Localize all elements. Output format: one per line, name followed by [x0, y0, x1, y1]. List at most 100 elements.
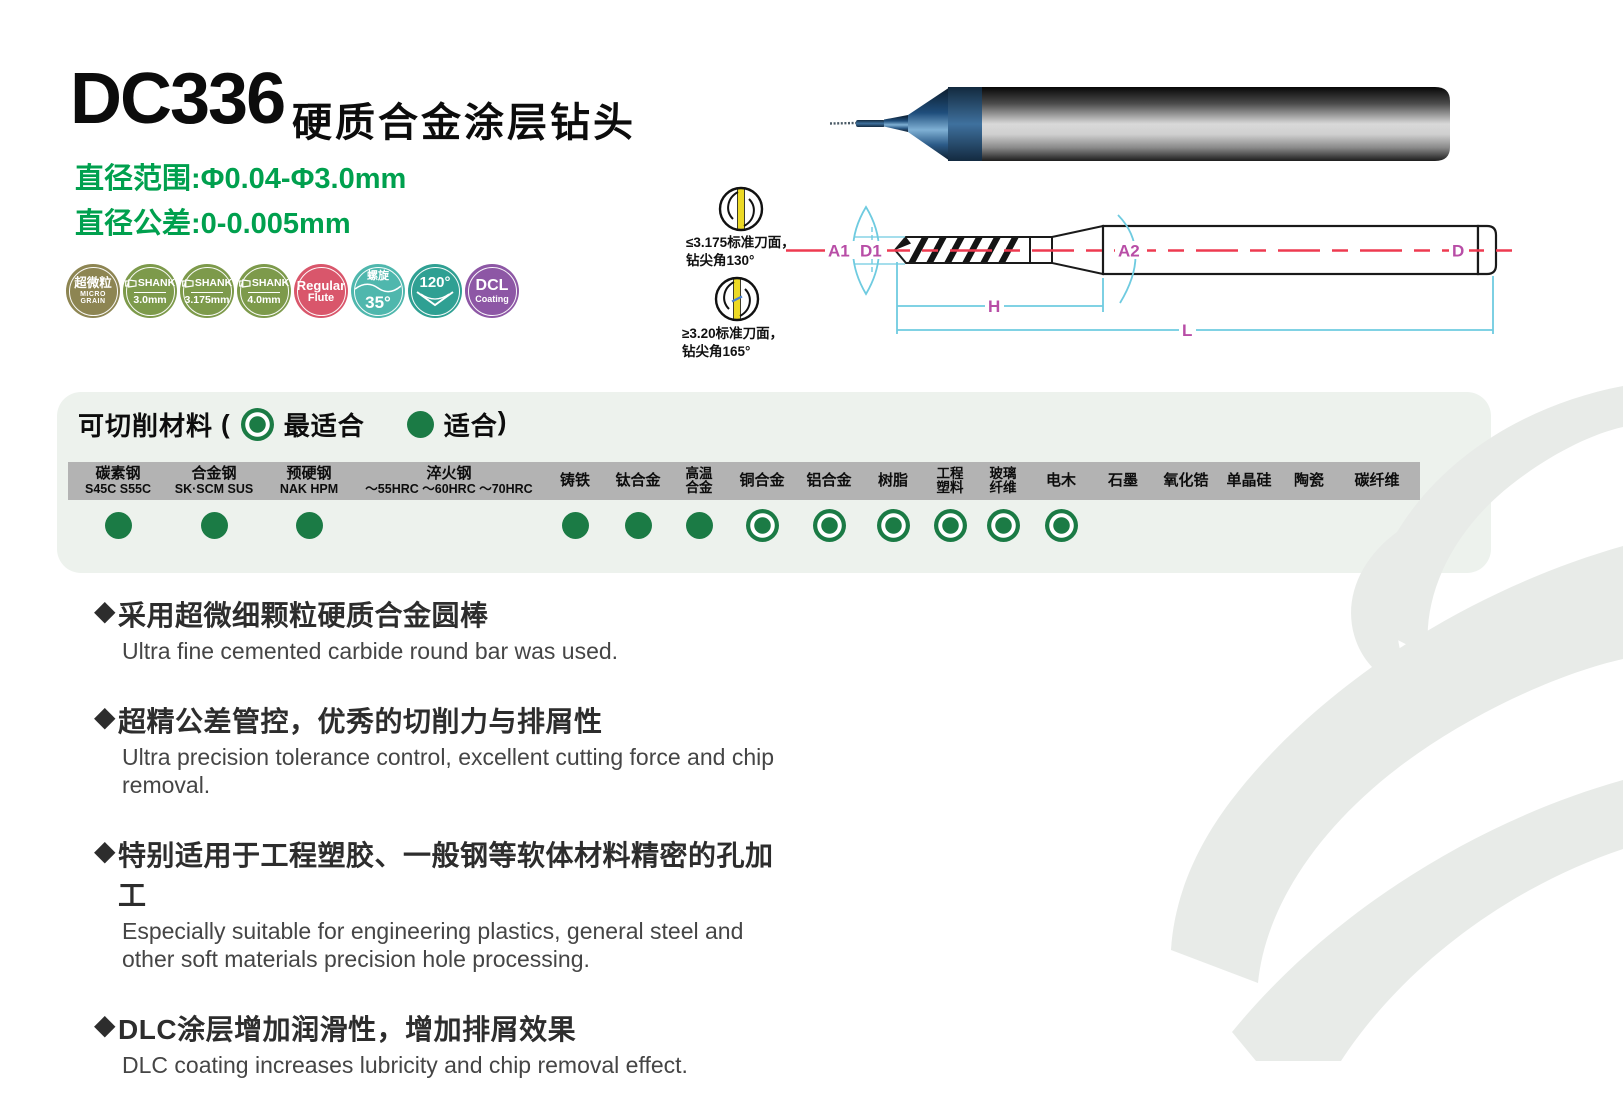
material-rating-cell: [1154, 500, 1218, 550]
badge-text: SHANK: [251, 277, 290, 289]
paren-close: ): [497, 406, 508, 436]
material-grades: ～55HRC ～60HRC ～70HRC: [365, 481, 533, 496]
feature-item: ◆采用超微细颗粒硬质合金圆棒 Ultra fine cemented carbid…: [94, 594, 794, 665]
material-name: 氧化锆: [1163, 472, 1209, 490]
legend-best-dot: [240, 408, 274, 441]
feature-text-en: Especially suitable for engineering plas…: [122, 918, 744, 973]
material-name: 合金钢: [191, 464, 237, 482]
point-angle-icon: [416, 291, 454, 307]
badge-text: DCL: [475, 277, 509, 294]
material-name: 铜合金: [739, 472, 785, 490]
badge-shank-size: 3.0mm: [133, 293, 167, 306]
feature-text-cn: 特别适用于工程塑胶、一般钢等软体材料精密的孔加工: [118, 840, 774, 912]
rating-dot-good: [104, 511, 132, 539]
material-name: 钛合金: [615, 472, 661, 490]
rating-dot-best: [876, 508, 910, 542]
badge-spiral-35: 螺旋 35°: [351, 264, 405, 318]
material-column: 氧化锆: [1154, 462, 1218, 500]
material-rating-cell: [862, 500, 924, 550]
material-name: 工程: [936, 465, 964, 481]
rating-dot-good: [685, 511, 713, 539]
material-rating-cell: [354, 500, 544, 550]
material-rating-cell: [924, 500, 976, 550]
feature-text-cn: 采用超微细颗粒硬质合金圆棒: [118, 600, 489, 631]
material-grades: S45C S55C: [84, 481, 151, 496]
rating-dot-best: [1044, 508, 1078, 542]
badge-text: MICRO: [80, 291, 106, 299]
diameter-range-value: Φ0.04-Φ3.0mm: [200, 163, 407, 195]
badge-divider: [248, 291, 280, 293]
badge-text: 35°: [365, 293, 391, 312]
badge-shank-3-175: SHANK 3.175mm: [180, 264, 234, 318]
feature-text-cn: 超精公差管控，优秀的切削力与排屑性: [118, 706, 603, 738]
material-rating-cell: [164, 500, 264, 550]
svg-text:D: D: [1452, 242, 1464, 261]
materials-title: 可切削材料: [78, 411, 214, 441]
badge-divider: [191, 291, 223, 293]
badge-text: Coating: [475, 294, 509, 304]
badge-shank-size: 4.0mm: [247, 293, 281, 306]
material-column: 高温合金: [670, 462, 728, 500]
material-name: 铝合金: [806, 472, 852, 490]
material-column: 电木: [1030, 462, 1092, 500]
material-name: 纤维: [989, 480, 1017, 495]
diameter-tolerance-label: 直径公差:: [75, 208, 201, 240]
diameter-range-line: 直径范围:Φ0.04-Φ3.0mm: [75, 155, 406, 197]
badge-text: GRAIN: [80, 298, 106, 306]
material-name: 石墨: [1107, 472, 1138, 490]
badge-text: 螺旋: [367, 270, 389, 282]
badge-shank-4-0: SHANK 4.0mm: [237, 264, 291, 318]
material-rating-cell: [264, 500, 354, 550]
shank-icon: [238, 279, 251, 288]
material-name: 树脂: [877, 472, 908, 490]
wave-icon: [355, 283, 401, 293]
material-rating-cell: [606, 500, 670, 550]
badge-shank-size: 3.175mm: [184, 293, 230, 306]
shank-icon: [181, 279, 194, 288]
material-column: 铜合金: [728, 462, 796, 500]
feature-text-en: DLC coating increases lubricity and chip…: [122, 1052, 688, 1079]
material-column: 铝合金: [796, 462, 862, 500]
feature-text-en: Ultra fine cemented carbide round bar wa…: [122, 638, 619, 664]
badge-text: SHANK: [194, 277, 233, 289]
material-grades: SK·SCM SUS: [174, 481, 254, 496]
model-number: DC336: [70, 59, 286, 139]
material-column: 树脂: [862, 462, 924, 500]
rating-dot-good: [561, 511, 589, 539]
material-column: 铸铁: [544, 462, 606, 500]
svg-text:L: L: [1182, 321, 1192, 340]
end-view-large-diameter: [714, 276, 760, 322]
material-rating-cell: [1280, 500, 1338, 550]
material-grades: NAK HPM: [279, 481, 339, 496]
material-name: 单晶硅: [1226, 472, 1272, 490]
badge-shank-3-0: SHANK 3.0mm: [123, 264, 177, 318]
badge-text: 120°: [419, 274, 451, 291]
badge-point-angle-120: 120°: [408, 264, 462, 318]
shank-icon: [124, 279, 137, 288]
rating-dot-best: [933, 508, 967, 542]
svg-text:H: H: [988, 297, 1000, 316]
material-rating-cell: [1338, 500, 1416, 550]
badge-text: Flute: [307, 291, 335, 304]
bullet-diamond-icon: ◆: [94, 835, 117, 867]
bullet-diamond-icon: ◆: [94, 595, 117, 626]
material-rating-cell: [728, 500, 796, 550]
material-name: 陶瓷: [1293, 472, 1324, 490]
feature-text-en: Ultra precision tolerance control, excel…: [122, 744, 775, 799]
drill-product-photo: [829, 87, 1450, 161]
material-name: 玻璃: [989, 465, 1017, 481]
material-name: 淬火钢: [426, 464, 472, 482]
material-name: 碳纤维: [1354, 472, 1400, 490]
legend-good-dot: [406, 411, 434, 438]
rating-dot-best: [812, 508, 846, 542]
badge-text: SHANK: [137, 277, 176, 289]
diameter-tolerance-value: 0-0.005mm: [200, 208, 351, 240]
cuttable-materials-header: 可切削材料 ( 最适合 适合): [78, 406, 507, 443]
